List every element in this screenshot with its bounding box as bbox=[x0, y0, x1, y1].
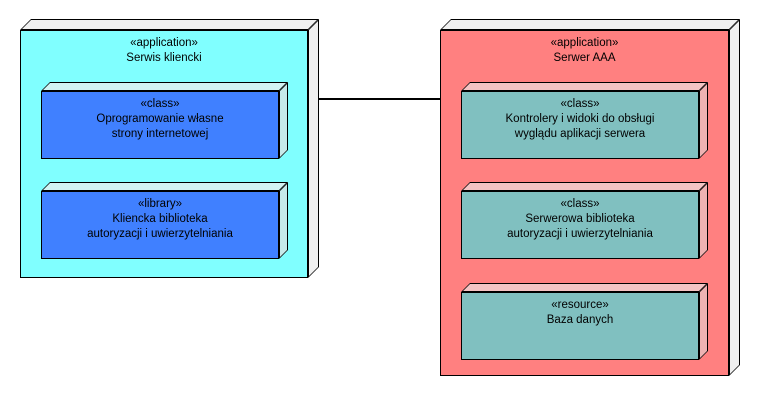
component-stereotype: «class» bbox=[560, 98, 600, 110]
component-stereotype: «class» bbox=[140, 98, 180, 110]
component-name-line: Oprogramowanie własne bbox=[96, 113, 224, 125]
component-oprogramowanie-wlasne[interactable]: «class» Oprogramowanie własne strony int… bbox=[41, 91, 279, 159]
server-node-top-face bbox=[440, 19, 740, 30]
component-serwerowa-biblioteka[interactable]: «class» Serwerowa biblioteka autoryzacji… bbox=[461, 191, 699, 259]
component-top-face bbox=[41, 82, 288, 91]
component-top-face bbox=[461, 82, 708, 91]
component-label: «library» Kliencka biblioteka autoryzacj… bbox=[42, 192, 278, 242]
component-label: «class» Oprogramowanie własne strony int… bbox=[42, 92, 278, 142]
server-node-side-face bbox=[729, 19, 740, 376]
server-node-name: Serwer AAA bbox=[553, 52, 616, 64]
node-serwis-kliencki[interactable]: «application» Serwis kliencki «class» Op… bbox=[20, 30, 308, 278]
client-node-stereotype: «application» bbox=[130, 37, 198, 49]
connector-line[interactable] bbox=[318, 98, 441, 100]
client-node-title: «application» Serwis kliencki bbox=[21, 31, 307, 66]
node-serwer-aaa[interactable]: «application» Serwer AAA «class» Kontrol… bbox=[440, 30, 729, 376]
component-side-face bbox=[699, 283, 708, 360]
component-name-line: Baza danych bbox=[546, 314, 614, 326]
component-stereotype: «resource» bbox=[551, 299, 609, 311]
server-node-stereotype: «application» bbox=[550, 37, 619, 49]
component-side-face bbox=[279, 82, 288, 159]
component-label: «class» Kontrolery i widoki do obsługi w… bbox=[462, 92, 698, 142]
component-name-line: Kontrolery i widoki do obsługi bbox=[505, 113, 655, 125]
component-name-line: autoryzacji i uwierzytelniania bbox=[507, 228, 653, 240]
client-node-name: Serwis kliencki bbox=[126, 52, 202, 64]
client-node-top-face bbox=[20, 19, 319, 30]
component-kontrolery-i-widoki[interactable]: «class» Kontrolery i widoki do obsługi w… bbox=[461, 91, 699, 159]
component-name-line: strony internetowej bbox=[111, 128, 209, 140]
component-side-face bbox=[699, 82, 708, 159]
component-top-face bbox=[461, 182, 708, 191]
component-stereotype: «library» bbox=[137, 198, 183, 210]
server-node-title: «application» Serwer AAA bbox=[441, 31, 728, 66]
component-stereotype: «class» bbox=[560, 198, 600, 210]
component-top-face bbox=[41, 182, 288, 191]
client-node-side-face bbox=[308, 19, 319, 278]
component-label: «class» Serwerowa biblioteka autoryzacji… bbox=[462, 192, 698, 242]
component-top-face bbox=[461, 283, 708, 292]
component-side-face bbox=[699, 182, 708, 259]
component-kliencka-biblioteka[interactable]: «library» Kliencka biblioteka autoryzacj… bbox=[41, 191, 279, 259]
component-name-line: wyglądu aplikacji serwera bbox=[514, 128, 646, 140]
component-side-face bbox=[279, 182, 288, 259]
component-name-line: Serwerowa biblioteka bbox=[525, 213, 635, 225]
component-name-line: autoryzacji i uwierzytelniania bbox=[87, 228, 233, 240]
component-label: «resource» Baza danych bbox=[462, 293, 698, 328]
component-name-line: Kliencka biblioteka bbox=[112, 213, 208, 225]
component-baza-danych[interactable]: «resource» Baza danych bbox=[461, 292, 699, 360]
